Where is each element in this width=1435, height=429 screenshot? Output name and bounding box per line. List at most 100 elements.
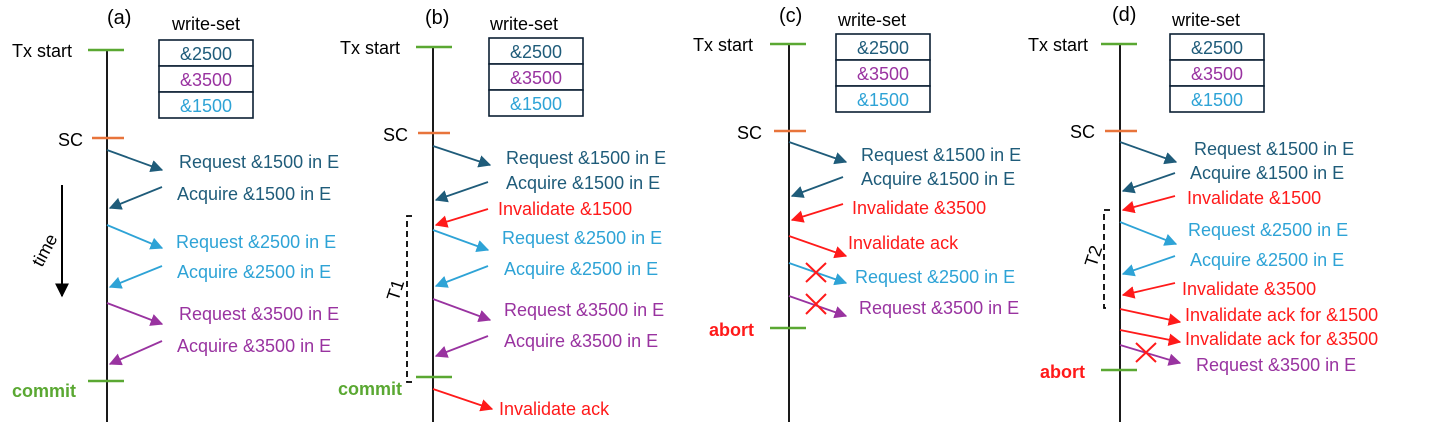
- tx-start-label: Tx start: [340, 38, 400, 58]
- message-arrow: [434, 265, 489, 288]
- tx-start-label: Tx start: [1028, 35, 1088, 55]
- write-set-item: &3500: [180, 70, 232, 90]
- sc-label: SC: [1070, 122, 1095, 142]
- message-label: Request &1500 in E: [179, 152, 339, 172]
- message-arrow: [108, 265, 163, 289]
- interval-bracket: [1103, 209, 1110, 309]
- sc-label: SC: [383, 125, 408, 145]
- message-label: Request &2500 in E: [176, 232, 336, 252]
- write-set-cell: [488, 63, 584, 91]
- write-set-cell: [158, 91, 254, 119]
- message-label: Invalidate ack for &1500: [1185, 305, 1378, 325]
- message-arrow: [108, 186, 163, 210]
- message-arrow: [788, 141, 848, 165]
- message-arrow: [1119, 329, 1182, 346]
- commit-label: commit: [338, 379, 402, 399]
- sc-label: SC: [58, 130, 83, 150]
- message-label: Invalidate ack: [848, 233, 959, 253]
- interval-label: T1: [383, 277, 409, 303]
- write-set-item: &1500: [510, 94, 562, 114]
- message-label: Request &3500 in E: [1196, 355, 1356, 375]
- message-arrow: [106, 149, 164, 173]
- message-arrow: [788, 235, 848, 259]
- commit-label: commit: [12, 381, 76, 401]
- panel-label: (d): [1112, 4, 1136, 26]
- panel-c: (c) write-set &2500 &3500 &1500 Tx start…: [693, 5, 1021, 422]
- message-arrow: [106, 224, 164, 250]
- message-arrow: [1121, 172, 1176, 194]
- message-arrow: [432, 229, 490, 253]
- write-set-cell: [488, 89, 584, 117]
- message-arrow: [434, 335, 489, 358]
- abort-label: abort: [1040, 362, 1085, 382]
- message-label: Request &3500 in E: [859, 298, 1019, 318]
- write-set-cell: [835, 59, 931, 87]
- write-set-item: &2500: [510, 42, 562, 62]
- write-set-cell: [1169, 85, 1265, 113]
- write-set-item: &2500: [857, 38, 909, 58]
- message-label: Acquire &3500 in E: [504, 331, 658, 351]
- message-label: Request &3500 in E: [504, 300, 664, 320]
- panel-label: (b): [425, 7, 449, 29]
- write-set-item: &1500: [857, 90, 909, 110]
- blocked-x-icon: [805, 262, 827, 283]
- message-label: Invalidate ack: [499, 399, 610, 419]
- interval-label: T2: [1081, 243, 1107, 269]
- panel-b: (b) write-set &2500 &3500 &1500 Tx start…: [338, 7, 666, 422]
- abort-label: abort: [709, 320, 754, 340]
- message-label: Request &1500 in E: [1194, 139, 1354, 159]
- write-set-cell: [835, 33, 931, 61]
- message-label: Invalidate &1500: [498, 199, 632, 219]
- message-arrow: [1119, 141, 1178, 165]
- tx-start-label: Tx start: [12, 41, 72, 61]
- message-label: Acquire &1500 in E: [177, 184, 331, 204]
- message-arrow: [1121, 195, 1176, 214]
- message-label: Invalidate &3500: [852, 198, 986, 218]
- message-arrow: [432, 388, 494, 412]
- message-arrow: [1121, 282, 1176, 299]
- message-label: Request &3500 in E: [179, 304, 339, 324]
- message-arrow: [1119, 344, 1182, 366]
- write-set-cell: [1169, 59, 1265, 87]
- message-arrow: [108, 340, 163, 366]
- write-set-item: &3500: [510, 68, 562, 88]
- message-arrow: [432, 298, 492, 322]
- message-label: Request &2500 in E: [1188, 220, 1348, 240]
- write-set-title: write-set: [837, 10, 906, 30]
- write-set-cell: [835, 85, 931, 113]
- interval-bracket: [406, 215, 412, 383]
- message-label: Invalidate &1500: [1187, 188, 1321, 208]
- message-label: Invalidate &3500: [1182, 279, 1316, 299]
- message-label: Invalidate ack for &3500: [1185, 329, 1378, 349]
- panel-label: (c): [779, 5, 802, 27]
- message-label: Request &2500 in E: [502, 228, 662, 248]
- message-label: Acquire &1500 in E: [1190, 163, 1344, 183]
- message-arrow: [1119, 221, 1178, 246]
- message-arrow: [790, 203, 844, 223]
- message-label: Request &2500 in E: [855, 267, 1015, 287]
- write-set-item: &3500: [857, 64, 909, 84]
- tx-start-label: Tx start: [693, 35, 753, 55]
- write-set-item: &1500: [180, 96, 232, 116]
- write-set-title: write-set: [171, 14, 240, 34]
- write-set-item: &2500: [180, 44, 232, 64]
- panel-label: (a): [107, 7, 131, 29]
- message-arrow: [106, 302, 164, 326]
- message-label: Acquire &3500 in E: [177, 336, 331, 356]
- message-label: Request &1500 in E: [861, 145, 1021, 165]
- write-set-item: &3500: [1191, 64, 1243, 84]
- message-label: Acquire &1500 in E: [861, 169, 1015, 189]
- blocked-x-icon: [1135, 342, 1157, 363]
- write-set-cell: [488, 37, 584, 65]
- message-arrow: [790, 176, 844, 198]
- message-arrow: [434, 181, 489, 203]
- message-arrow: [434, 208, 489, 228]
- message-label: Acquire &2500 in E: [504, 259, 658, 279]
- message-label: Acquire &2500 in E: [177, 262, 331, 282]
- message-arrow: [1121, 255, 1176, 277]
- blocked-x-icon: [805, 293, 827, 315]
- sc-label: SC: [737, 123, 762, 143]
- panel-d: (d) write-set &2500 &3500 &1500 Tx start…: [1028, 4, 1378, 422]
